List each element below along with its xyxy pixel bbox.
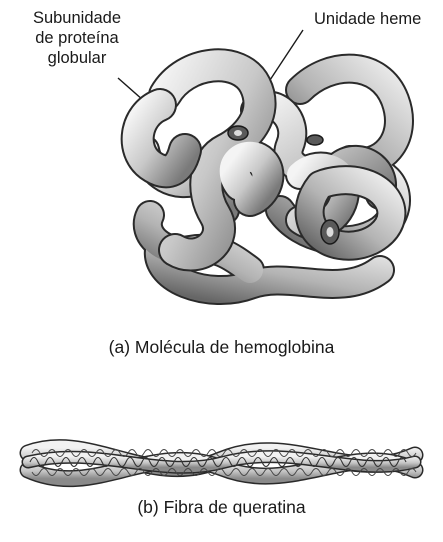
keratin-fiber (28, 448, 416, 479)
caption-keratin: (b) Fibra de queratina (0, 497, 443, 517)
